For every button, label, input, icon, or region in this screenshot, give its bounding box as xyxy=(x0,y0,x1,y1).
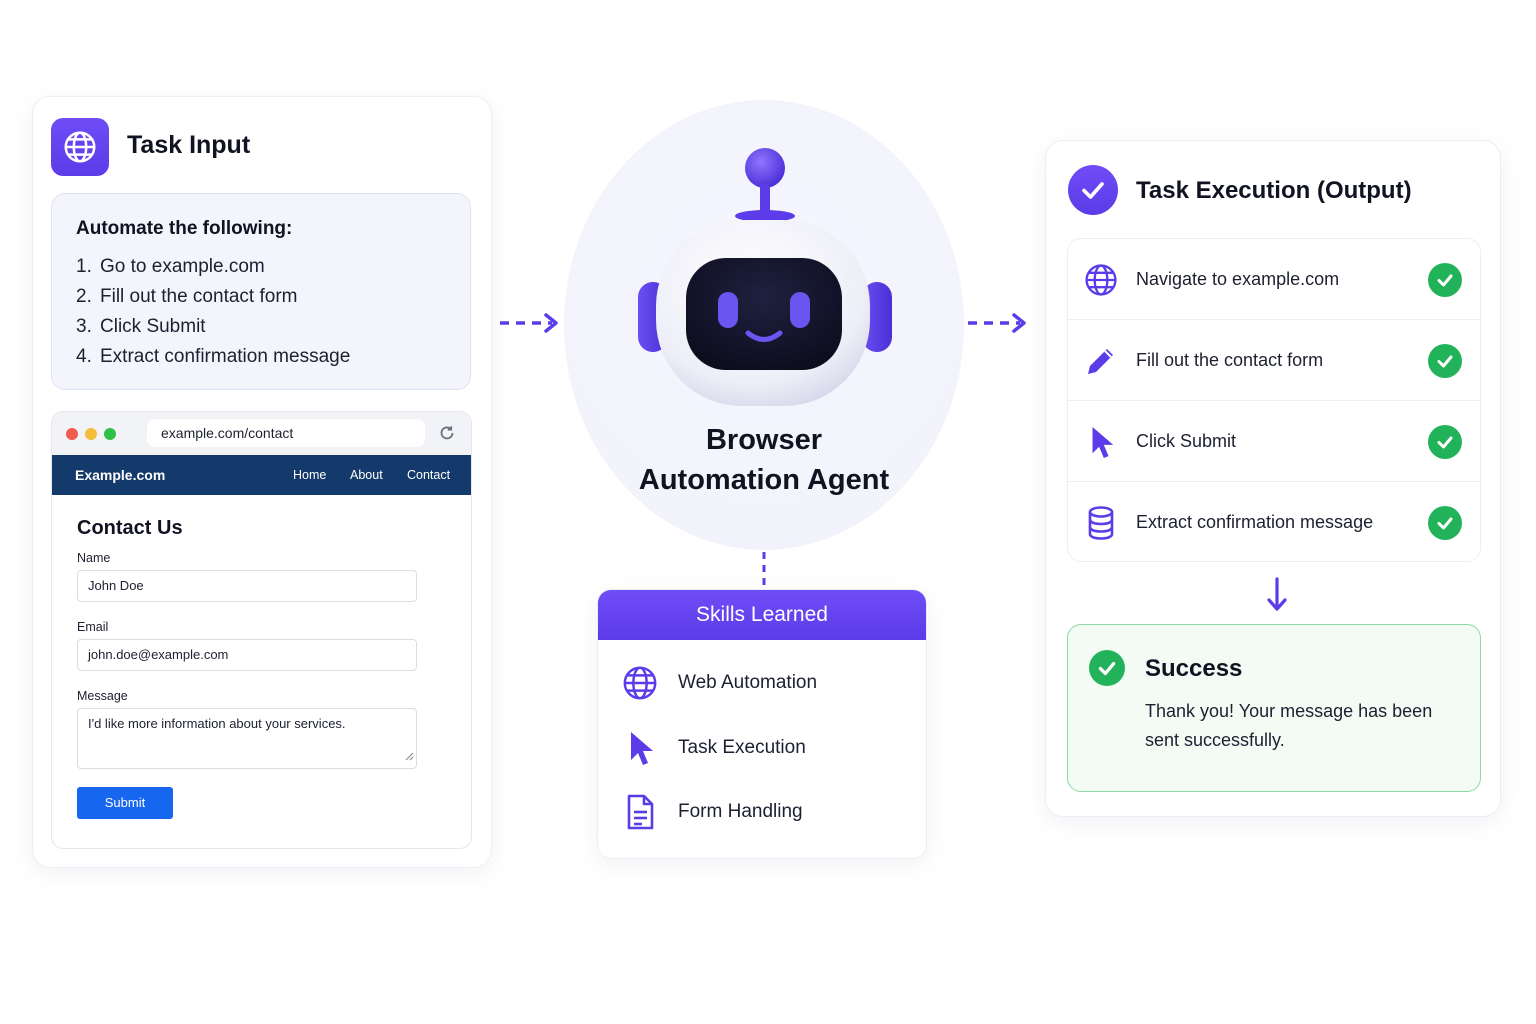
skill-item-form-handling: Form Handling xyxy=(620,792,803,832)
task-input-title: Task Input xyxy=(127,131,251,159)
pencil-icon xyxy=(1082,342,1120,380)
success-box: Success Thank you! Your message has been… xyxy=(1067,624,1481,792)
step-label: Navigate to example.com xyxy=(1136,269,1340,289)
message-field[interactable]: I'd like more information about your ser… xyxy=(77,708,417,769)
site-navbar: Example.com Home About Contact xyxy=(52,455,471,495)
cursor-icon xyxy=(620,728,660,768)
success-check-icon xyxy=(1428,344,1462,378)
nav-contact[interactable]: Contact xyxy=(407,468,451,482)
email-field[interactable]: john.doe@example.com xyxy=(77,639,417,671)
success-check-icon xyxy=(1428,263,1462,297)
address-bar[interactable]: example.com/contact xyxy=(147,419,425,447)
reload-icon[interactable] xyxy=(437,423,457,448)
globe-icon xyxy=(51,118,109,176)
success-check-icon xyxy=(1428,425,1462,459)
check-icon xyxy=(1068,165,1118,215)
list-item: 4.Extract confirmation message xyxy=(76,346,351,367)
output-title: Task Execution (Output) xyxy=(1136,177,1412,204)
agent-title: Browser Automation Agent xyxy=(564,420,964,500)
skill-label: Form Handling xyxy=(678,801,803,822)
close-dot[interactable] xyxy=(66,428,78,440)
cursor-icon xyxy=(1082,423,1120,461)
skill-label: Task Execution xyxy=(678,737,806,758)
message-label: Message xyxy=(77,689,128,703)
flow-arrow-right-icon xyxy=(500,313,558,333)
skill-item-web-automation: Web Automation xyxy=(620,663,817,703)
resize-handle-icon[interactable] xyxy=(405,749,414,766)
email-label: Email xyxy=(77,620,109,634)
arrow-down-icon xyxy=(1267,577,1287,611)
success-title: Success xyxy=(1145,655,1243,682)
minimize-dot[interactable] xyxy=(85,428,97,440)
document-icon xyxy=(620,792,660,832)
globe-icon xyxy=(1082,261,1120,299)
success-check-icon xyxy=(1089,650,1125,686)
maximize-dot[interactable] xyxy=(104,428,116,440)
instructions-list: 1.Go to example.com 2.Fill out the conta… xyxy=(76,252,350,372)
success-message: Thank you! Your message has been sent su… xyxy=(1145,701,1433,750)
instructions-box: Automate the following: 1.Go to example.… xyxy=(51,193,471,390)
nav-about[interactable]: About xyxy=(350,468,383,482)
task-output-panel: Task Execution (Output) Navigate to exam… xyxy=(1045,140,1501,817)
nav-home[interactable]: Home xyxy=(293,468,327,482)
step-navigate: Navigate to example.com xyxy=(1068,239,1480,320)
list-item: 1.Go to example.com xyxy=(76,256,265,277)
list-item: 3.Click Submit xyxy=(76,316,206,337)
skills-card: Skills Learned Web Automation Task Execu… xyxy=(597,589,927,859)
browser-toolbar: example.com/contact xyxy=(52,412,471,455)
success-check-icon xyxy=(1428,506,1462,540)
agent-title-line2: Automation Agent xyxy=(638,464,890,496)
step-label: Click Submit xyxy=(1136,431,1237,451)
globe-icon xyxy=(620,663,660,703)
name-field[interactable]: John Doe xyxy=(77,570,417,602)
site-brand[interactable]: Example.com xyxy=(75,467,166,483)
list-item: 2.Fill out the contact form xyxy=(76,286,298,307)
message-text: I'd like more information about your ser… xyxy=(88,716,346,731)
browser-window: example.com/contact Example.com Home Abo… xyxy=(51,411,472,849)
flow-arrow-right-icon xyxy=(968,313,1026,333)
step-label: Fill out the contact form xyxy=(1136,350,1324,370)
form-title: Contact Us xyxy=(77,517,183,539)
step-label: Extract confirmation message xyxy=(1136,512,1374,532)
step-click-submit: Click Submit xyxy=(1068,401,1480,482)
instructions-heading: Automate the following: xyxy=(76,218,293,239)
task-input-panel: Task Input Automate the following: 1.Go … xyxy=(32,96,492,868)
skill-label: Web Automation xyxy=(678,672,818,693)
execution-steps: Navigate to example.com Fill out the con… xyxy=(1067,238,1481,562)
agent-title-line1: Browser xyxy=(705,424,823,456)
robot-icon xyxy=(638,148,892,406)
skills-title: Skills Learned xyxy=(598,590,926,640)
database-icon xyxy=(1082,504,1120,542)
skill-item-task-execution: Task Execution xyxy=(620,728,806,768)
connector-line xyxy=(762,552,766,590)
name-label: Name xyxy=(77,551,111,565)
step-extract: Extract confirmation message xyxy=(1068,482,1480,561)
submit-button[interactable]: Submit xyxy=(77,787,173,819)
step-fill-form: Fill out the contact form xyxy=(1068,320,1480,401)
